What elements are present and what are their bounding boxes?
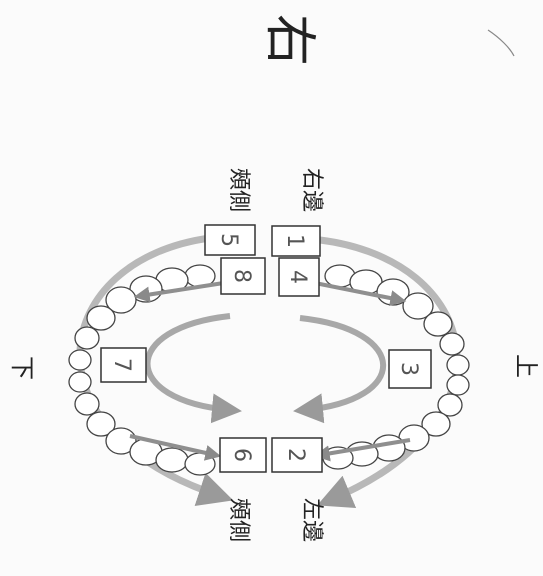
diagram-title: 右 — [259, 14, 319, 66]
box-8: 8 — [220, 257, 266, 295]
svg-text:7: 7 — [109, 358, 134, 372]
label-bottom-left: 頰側 — [226, 498, 251, 542]
lower-tooth-arch — [68, 264, 216, 476]
label-lower: 下 — [8, 356, 36, 380]
svg-text:3: 3 — [396, 362, 421, 376]
label-upper: 上 — [512, 354, 540, 378]
svg-text:8: 8 — [229, 269, 254, 283]
box-5: 5 — [204, 224, 256, 256]
scan-mark — [487, 29, 515, 57]
label-bottom-right: 左邊 — [299, 498, 324, 542]
box-3: 3 — [388, 349, 432, 389]
svg-text:2: 2 — [283, 448, 308, 462]
brushing-arrows — [129, 280, 411, 462]
svg-text:6: 6 — [229, 448, 254, 462]
svg-text:4: 4 — [285, 270, 310, 284]
box-2: 2 — [271, 437, 323, 473]
box-6: 6 — [219, 437, 267, 473]
svg-text:5: 5 — [216, 233, 241, 247]
svg-text:1: 1 — [282, 234, 307, 248]
box-4: 4 — [278, 257, 320, 297]
label-top-right: 右邊 — [299, 168, 324, 212]
inner-arc-lower — [144, 313, 242, 424]
box-7: 7 — [100, 347, 147, 383]
box-1: 1 — [271, 225, 321, 257]
label-top-left: 頰側 — [226, 168, 251, 212]
inner-arc-upper — [293, 315, 386, 424]
